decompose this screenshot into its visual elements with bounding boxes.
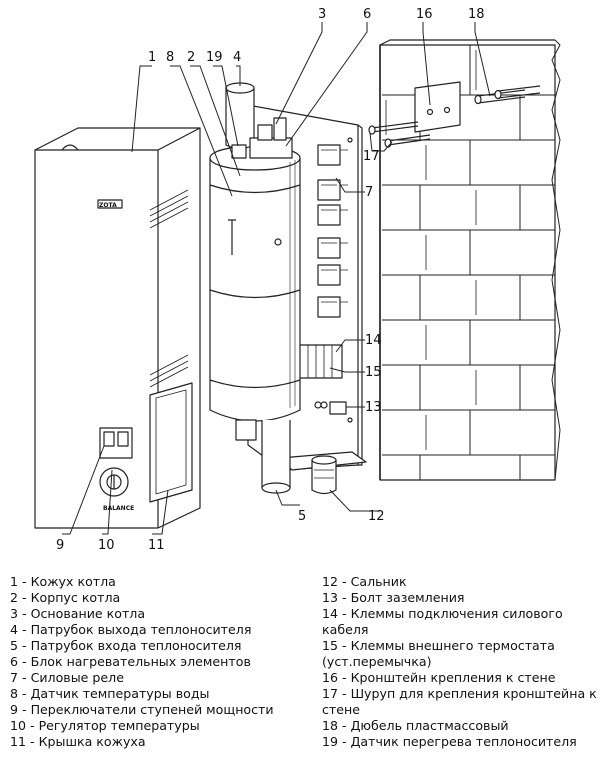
- callout-1: 1: [148, 50, 156, 65]
- legend-item: 13 - Болт заземления: [322, 590, 465, 605]
- legend-item: 6 - Блок нагревательных элементов: [10, 654, 251, 669]
- legend-item: 8 - Датчик температуры воды: [10, 686, 210, 701]
- callout-17: 17: [363, 149, 380, 164]
- cable-gland: [311, 455, 337, 495]
- callout-8: 8: [166, 50, 174, 65]
- legend-item: 14 - Клеммы подключения силового кабеля: [322, 606, 563, 637]
- legend-item: 7 - Силовые реле: [10, 670, 124, 685]
- legend-item: 3 - Основание котла: [10, 606, 146, 621]
- legend-item: 15 - Клеммы внешнего термостата (уст.пер…: [322, 638, 555, 669]
- callout-2: 2: [187, 50, 195, 65]
- heating-element-block: [231, 117, 293, 159]
- legend-item: 11 - Крышка кожуха: [10, 734, 146, 749]
- legend-item: 9 - Переключатели ступеней мощности: [10, 702, 274, 717]
- plastic-dowels: [474, 85, 541, 105]
- brick-wall: [379, 39, 561, 481]
- legend-item: 5 - Патрубок входа теплоносителя: [10, 638, 242, 653]
- legend-item: 10 - Регулятор температуры: [10, 718, 200, 733]
- inlet-pipe: [235, 419, 291, 494]
- boiler-exploded-diagram: ZOTA BALANCE 1 8 2 19 4 3 6 7 14 15 13 1…: [34, 7, 561, 553]
- callout-16: 16: [416, 7, 433, 22]
- legend-item: 1 - Кожух котла: [10, 574, 116, 589]
- callout-7: 7: [365, 185, 373, 200]
- callout-5: 5: [298, 509, 306, 524]
- legend-item: 17 - Шуруп для крепления кронштейна к ст…: [322, 686, 597, 717]
- outlet-pipe: [225, 82, 255, 150]
- legend-item: 2 - Корпус котла: [10, 590, 121, 605]
- legend-item: 16 - Кронштейн крепления к стене: [322, 670, 556, 685]
- callout-12: 12: [368, 509, 385, 524]
- leader-lines: [62, 22, 491, 535]
- wall-bracket: [414, 81, 461, 133]
- callout-10: 10: [98, 538, 115, 553]
- boiler-body-cylinder: [209, 145, 301, 422]
- callout-11: 11: [148, 538, 165, 553]
- model-label: BALANCE: [103, 505, 134, 512]
- callout-13: 13: [365, 400, 382, 415]
- grounding-bolt: [314, 401, 347, 415]
- legend-item: 4 - Патрубок выхода теплоносителя: [10, 622, 252, 637]
- brand-label: ZOTA: [99, 202, 117, 209]
- legend-left-column: 1 - Кожух котла 2 - Корпус котла 3 - Осн…: [10, 574, 310, 750]
- power-relays: [317, 144, 348, 318]
- callout-9: 9: [56, 538, 64, 553]
- callout-15: 15: [365, 365, 382, 380]
- legend-item: 18 - Дюбель пластмассовый: [322, 718, 509, 733]
- callout-14: 14: [365, 333, 382, 348]
- legend-item: 19 - Датчик перегрева теплоносителя: [322, 734, 577, 749]
- callout-4: 4: [233, 50, 241, 65]
- callout-18: 18: [468, 7, 485, 22]
- callout-3: 3: [318, 7, 326, 22]
- callout-19: 19: [206, 50, 223, 65]
- boiler-casing: [34, 127, 201, 529]
- legend-right-column: 12 - Сальник 13 - Болт заземления 14 - К…: [322, 574, 604, 750]
- legend-item: 12 - Сальник: [322, 574, 407, 589]
- callout-6: 6: [363, 7, 371, 22]
